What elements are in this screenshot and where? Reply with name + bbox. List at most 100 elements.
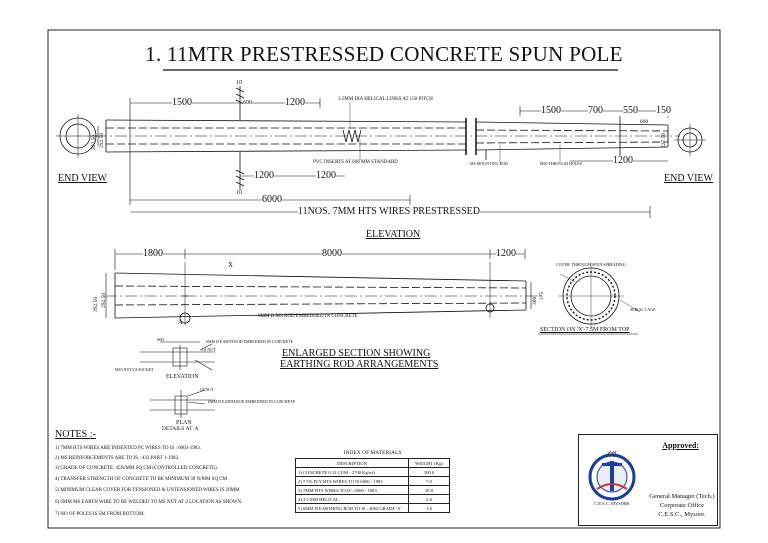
dim-right-700: 700	[588, 105, 603, 116]
dim-right-227: 227.50	[661, 132, 667, 148]
dim-right-600: 600	[640, 119, 649, 125]
callout-helical: 3.5MM DIA HELICAL LINKS AT 150 PITCH	[338, 97, 433, 102]
dim-left-292: 292.50	[99, 132, 105, 148]
callout-ms-rod: MS MOUNTING ROD	[470, 161, 509, 166]
dim-right-150: 150	[656, 105, 671, 116]
callout-spiral: SPIRAL CAGE	[630, 307, 656, 312]
dim-plan-292: 292.50	[101, 292, 107, 308]
dim-plan-1800: 1800	[143, 248, 163, 259]
callout-m20: M20 THROUGH HOLES	[540, 161, 582, 166]
col-description: DESCRIPTION	[295, 458, 409, 468]
approved-label: Approved:	[662, 441, 699, 450]
section-xx-label: SECTION ON 'X'-7.5M FROM TOP	[540, 327, 630, 333]
cesc-logo: ಸೆಸ್ಕ್ C.E.S.C. MYSORE	[588, 451, 636, 506]
note-5: 5) MINIMUM CLEAR COVER FOR TENSIONED & U…	[55, 488, 240, 493]
row-weight: 2.6	[408, 494, 450, 504]
dim-span-6000: 6000	[262, 194, 282, 205]
note-2: 2) MS REINFORCEMENTS ARE TO IS : 432 PAR…	[55, 456, 180, 461]
dim-bottom-1200b: 1200	[316, 170, 336, 181]
dim-bottom-1200a: 1200	[254, 170, 274, 181]
callout-pvc: PVC INSERTS AT 600 MM STANDARD	[313, 160, 398, 165]
materials-table: DESCRIPTION WEIGHT (Kg) 1) CONCRETE 0.12…	[295, 458, 450, 513]
mark-10-top: 10	[236, 80, 242, 86]
note-4: 4) TRANSFER STRENGTH OF CONCRETE TO BE M…	[55, 477, 228, 482]
plan-x-mark: X	[228, 261, 234, 269]
earthing-rod-label: EARTHING ROD ARRANGEMENTS	[280, 359, 439, 370]
materials-heading: INDEX OF MATERIALS	[343, 450, 402, 456]
dim-plan-392: 392.50	[93, 296, 99, 312]
elevation-label: ELEVATION	[366, 229, 421, 240]
elevation-pole	[95, 86, 680, 190]
callout-earth-rod: 6MM D MS ROD EMBEDDED IN CONCRETE	[258, 314, 358, 319]
end-view-left-label: END VIEW	[58, 173, 107, 184]
note-6: 6) 6MM MS EARTH WIRE TO BE WELDED TO MS …	[55, 500, 243, 505]
logo-bottom-text: C.E.S.C. MYSORE	[594, 501, 630, 506]
approver-office: Corporate Office	[659, 502, 705, 509]
approver-title: General Manager (Tech.)	[649, 493, 715, 500]
table-row: 5) 6MM D EARTHING ROD TO IS : 2062 GRADE…	[295, 503, 450, 513]
table-header-row: DESCRIPTION WEIGHT (Kg)	[295, 458, 450, 468]
row-desc: 5) 6MM D EARTHING ROD TO IS : 2062 GRADE…	[295, 503, 409, 513]
dim-plan-175: 175	[539, 291, 545, 300]
note-3: 3) GRADE OF CONCRETE: 45N/MM SQ CM (CONT…	[55, 466, 218, 471]
dim-top-600: 600	[243, 100, 252, 106]
detail-callout-4: GI NUT	[200, 387, 214, 392]
wires-prestressed: 11NOS. 7MM HTS WIRES PRESTRESSED	[298, 206, 480, 217]
row-weight: 28.8	[408, 485, 450, 495]
plan-pole	[105, 262, 545, 325]
note-1: 1) 7MM HTS WIRES ARE INDENTED PC WIRES T…	[55, 446, 202, 451]
mark-10-bottom: 10	[236, 190, 242, 196]
elevation-dimensions	[97, 98, 669, 218]
details-at-a-label: DETAILS AT 'A'	[162, 426, 200, 432]
materials-index: INDEX OF MATERIALS DESCRIPTION WEIGHT (K…	[295, 450, 450, 513]
detail-callout-5: 6MM D EARTH ROD EMBEDDED IN CONCRETE	[208, 399, 296, 404]
col-weight: WEIGHT (Kg)	[408, 458, 450, 468]
end-view-right-label: END VIEW	[664, 173, 713, 184]
approval-box: Approved: ಸೆಸ್ಕ್ C.E.S.C. MYSORE General…	[578, 434, 718, 526]
dim-right-550: 550	[623, 105, 638, 116]
notes-block: NOTES :- 1) 7MM HTS WIRES ARE INDENTED P…	[55, 429, 242, 518]
detail-plan-label: PLAN	[176, 420, 192, 426]
callout-cover: COVER, THROUGH SPUN SPREADING	[556, 262, 626, 267]
detail-callout-1: 6MM D EARTH ROD EMBEDDED IN CONCRETE	[206, 339, 294, 344]
plan-dimensions	[105, 249, 532, 318]
row-desc: 4) 3.5 MM HELICAL	[295, 494, 409, 504]
row-weight: 1.6	[408, 503, 450, 513]
detail-elevation-label: ELEVATION	[166, 374, 199, 380]
dim-plan-8000: 8000	[322, 248, 342, 259]
detail-callout-3: M10 NUT/GI SOCKET	[115, 367, 154, 372]
detail-plan-drawing	[150, 389, 215, 418]
row-desc: 3) 7MM HTS WIRES TO IS : 6006 - 1983	[295, 485, 409, 495]
row-desc: 2) 7.5% PLY HTS WIRES TO IS 6006 - 1983	[295, 476, 409, 486]
dim-plan-1200: 1200	[496, 248, 516, 259]
note-7: 7) NO OF POLES IS 5M FROM BOTTOM.	[55, 512, 145, 517]
detail-callout-2: GI NUT	[202, 347, 216, 352]
approver-org: C.E.S.C., Mysore.	[658, 511, 706, 518]
detail-elevation-drawing	[140, 341, 215, 371]
dim-right-1200: 1200	[613, 155, 633, 166]
elevation-leaders	[349, 102, 561, 162]
detail-callout-600: 600	[157, 337, 164, 342]
plan-a-mark: A	[178, 320, 183, 326]
dim-top-1200: 1200	[285, 97, 305, 108]
page-title: 1. 11MTR PRESTRESSED CONCRETE SPUN POLE	[145, 42, 623, 66]
dim-right-1500: 1500	[541, 105, 561, 116]
dim-left-392: 392.50	[91, 134, 97, 150]
row-weight: 7.0	[408, 476, 450, 486]
dim-top-1500: 1500	[172, 97, 192, 108]
notes-heading: NOTES :-	[55, 429, 96, 440]
sheet-border	[47, 29, 721, 529]
end-view-left-drawing	[56, 114, 100, 158]
row-weight: 300.0	[408, 467, 450, 477]
end-view-right-drawing	[674, 124, 706, 156]
logo-top-text: ಸೆಸ್ಕ್	[607, 451, 616, 457]
enlarged-section-label: ENLARGED SECTION SHOWING	[282, 348, 431, 359]
row-desc: 1) CONCRETE 0.12 CUM - 2700 Kg/m3	[295, 467, 409, 477]
dim-plan-300: 300	[532, 296, 538, 305]
